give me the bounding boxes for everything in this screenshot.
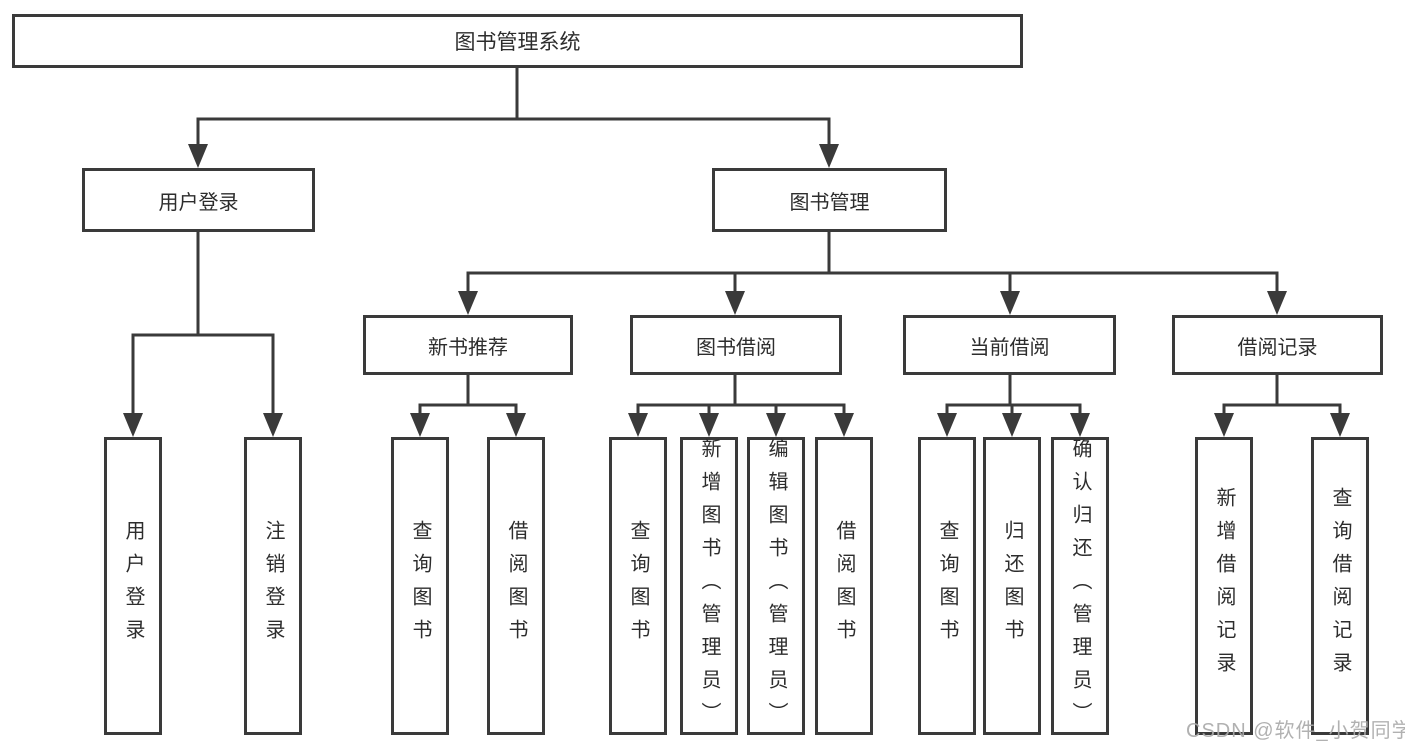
node-label: 注销登录 [262,520,284,652]
node-current-borrow: 当前借阅 [903,315,1116,375]
leaf-user-login: 用户登录 [104,437,162,735]
node-label: 归还图书 [1001,520,1023,652]
leaf-add-borrow-record: 新增借阅记录 [1195,437,1253,735]
node-label: 用户登录 [158,191,239,214]
node-label: 图书管理系统 [454,31,581,54]
leaf-borrow-books-recommend: 借阅图书 [487,437,545,735]
node-new-book-recommend: 新书推荐 [363,315,573,375]
node-book-borrow: 图书借阅 [630,315,842,375]
node-label: 查询图书 [627,520,649,652]
node-root-system: 图书管理系统 [12,14,1023,68]
arrowhead-icons [123,144,1350,437]
leaf-query-borrow-record: 查询借阅记录 [1311,437,1369,735]
leaf-add-book-admin: 新增图书（管理员） [680,437,738,735]
node-borrow-records: 借阅记录 [1172,315,1383,375]
node-label: 用户登录 [122,520,144,652]
node-user-login-branch: 用户登录 [82,168,315,232]
node-label: 新书推荐 [428,336,508,359]
node-label: 新增图书（管理员） [698,437,720,735]
leaf-confirm-return-admin: 确认归还（管理员） [1051,437,1109,735]
node-label: 查询图书 [409,520,431,652]
leaf-return-book: 归还图书 [983,437,1041,735]
node-label: 借阅记录 [1237,336,1318,359]
leaf-logout: 注销登录 [244,437,302,735]
watermark: CSDN @软件_小贺同学 [1186,720,1405,742]
node-label: 新增借阅记录 [1213,487,1235,685]
node-label: 查询借阅记录 [1329,487,1351,685]
node-label: 当前借阅 [969,336,1050,359]
leaf-query-books-current: 查询图书 [918,437,976,735]
node-label: 确认归还（管理员） [1069,437,1091,735]
node-book-management: 图书管理 [712,168,947,232]
leaf-borrow-books: 借阅图书 [815,437,873,735]
leaf-query-books-recommend: 查询图书 [391,437,449,735]
node-label: 借阅图书 [833,520,855,652]
node-label: 查询图书 [936,520,958,652]
leaf-query-books-borrow: 查询图书 [609,437,667,735]
leaf-edit-book-admin: 编辑图书（管理员） [747,437,805,735]
node-label: 编辑图书（管理员） [765,437,787,735]
node-label: 图书管理 [789,191,870,214]
node-label: 图书借阅 [696,336,776,359]
node-label: 借阅图书 [505,520,527,652]
